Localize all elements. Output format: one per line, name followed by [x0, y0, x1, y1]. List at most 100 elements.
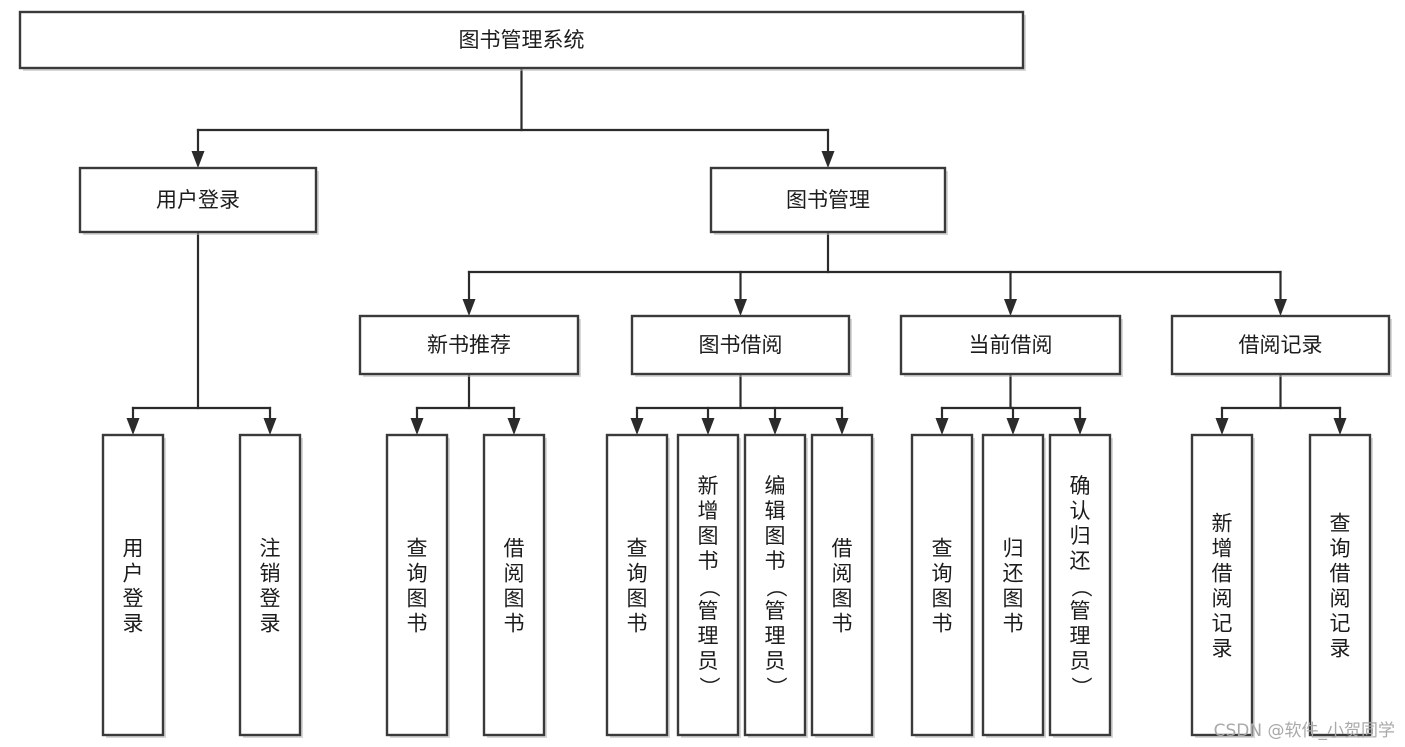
node-label-char: 归 [1070, 524, 1091, 548]
arrow-head-icon [1274, 299, 1287, 316]
node-label-char: 确 [1070, 474, 1091, 498]
node-label-char: 户 [123, 562, 144, 586]
node-root[interactable]: 图书管理系统 [18, 10, 1026, 71]
node-label: 用户登录 [156, 188, 240, 212]
arrow-head-icon [462, 299, 476, 316]
node-book-borrow[interactable]: 图书借阅 [630, 314, 852, 377]
node-box[interactable] [18, 10, 1025, 70]
node-layer: 图书管理系统用户登录用户登录注销登录图书管理新书推荐查询图书借阅图书图书借阅查询… [18, 10, 1392, 738]
node-label-char: 图 [504, 587, 525, 611]
arrow-head-icon [126, 418, 140, 435]
node-label-char: ） [1069, 677, 1093, 698]
node-label: 图书借阅 [699, 333, 783, 357]
node-box[interactable] [1170, 314, 1391, 376]
node-label-char: 记 [1330, 612, 1351, 636]
node-box[interactable] [910, 433, 974, 737]
node-label-char: 辑 [765, 499, 786, 523]
node-borrow-record[interactable]: 借阅记录 [1170, 314, 1392, 377]
node-label-char: 查 [932, 537, 953, 561]
node-label-char: 管 [698, 599, 719, 623]
node-label-char: 阅 [832, 562, 853, 586]
node-label-char: ） [764, 677, 788, 698]
node-box[interactable] [1308, 433, 1372, 737]
node-label-char: 图 [1003, 587, 1024, 611]
node-label-char: 查 [627, 537, 648, 561]
arrow-head-icon [630, 418, 644, 435]
node-label-char: 借 [504, 537, 525, 561]
node-box[interactable] [1048, 433, 1112, 737]
node-label: 图书管理系统 [459, 28, 585, 52]
node-label-char: 书 [407, 612, 428, 636]
node-label-char: 还 [1070, 549, 1091, 573]
node-label: 新书推荐 [427, 333, 511, 357]
arrow-head-icon [191, 151, 205, 168]
arrow-head-icon [263, 418, 277, 435]
arrow-head-icon [507, 418, 521, 435]
node-box[interactable] [743, 433, 807, 737]
node-box[interactable] [1190, 433, 1254, 737]
node-label: 当前借阅 [969, 333, 1053, 357]
arrow-head-icon [1333, 418, 1347, 435]
node-label-char: 书 [932, 612, 953, 636]
node-label-char: （ [697, 577, 721, 598]
node-user-login[interactable]: 用户登录 [78, 166, 319, 235]
node-label-char: 询 [1330, 537, 1351, 561]
node-box[interactable] [238, 433, 302, 737]
arrow-head-icon [1006, 418, 1020, 435]
arrow-head-icon [1004, 299, 1017, 316]
node-label-char: 管 [1070, 599, 1091, 623]
node-book-manage[interactable]: 图书管理 [709, 166, 948, 235]
node-box[interactable] [482, 433, 546, 737]
node-box[interactable] [981, 433, 1045, 737]
arrow-head-icon [734, 299, 747, 316]
node-new-book-recommend[interactable]: 新书推荐 [358, 314, 581, 377]
node-label-char: 增 [1212, 537, 1233, 561]
node-label: 借阅记录 [1239, 333, 1323, 357]
node-label-char: 查 [1330, 512, 1351, 536]
node-user-login-do[interactable]: 用户登录 [101, 433, 166, 738]
node-label-char: 新 [698, 474, 719, 498]
node-box[interactable] [676, 433, 740, 737]
node-label-char: 借 [1212, 562, 1233, 586]
watermark-text: CSDN @软件_小贺同学 [1213, 721, 1395, 741]
node-label-char: 归 [1003, 537, 1024, 561]
node-label-char: 书 [504, 612, 525, 636]
node-box[interactable] [810, 433, 874, 737]
node-box[interactable] [630, 314, 851, 376]
node-label-char: 图 [932, 587, 953, 611]
node-box[interactable] [101, 433, 165, 737]
node-label-char: 询 [932, 562, 953, 586]
node-current-borrow[interactable]: 当前借阅 [899, 314, 1123, 377]
node-label-char: 图 [765, 524, 786, 548]
node-box[interactable] [78, 166, 318, 234]
node-label-char: 新 [1212, 512, 1233, 536]
node-label-char: 还 [1003, 562, 1024, 586]
node-box[interactable] [385, 433, 449, 737]
node-box[interactable] [605, 433, 669, 737]
arrow-head-icon [821, 151, 835, 168]
node-box[interactable] [709, 166, 947, 234]
node-label-char: 员 [1070, 649, 1091, 673]
node-label-char: 录 [123, 612, 144, 636]
node-label-char: 询 [627, 562, 648, 586]
node-label-char: 阅 [504, 562, 525, 586]
node-label-char: 录 [260, 612, 281, 636]
node-box[interactable] [899, 314, 1122, 376]
node-label-char: 图 [698, 524, 719, 548]
node-label-char: 图 [832, 587, 853, 611]
node-box[interactable] [358, 314, 580, 376]
node-label-char: 用 [123, 537, 144, 561]
arrow-head-icon [935, 418, 949, 435]
